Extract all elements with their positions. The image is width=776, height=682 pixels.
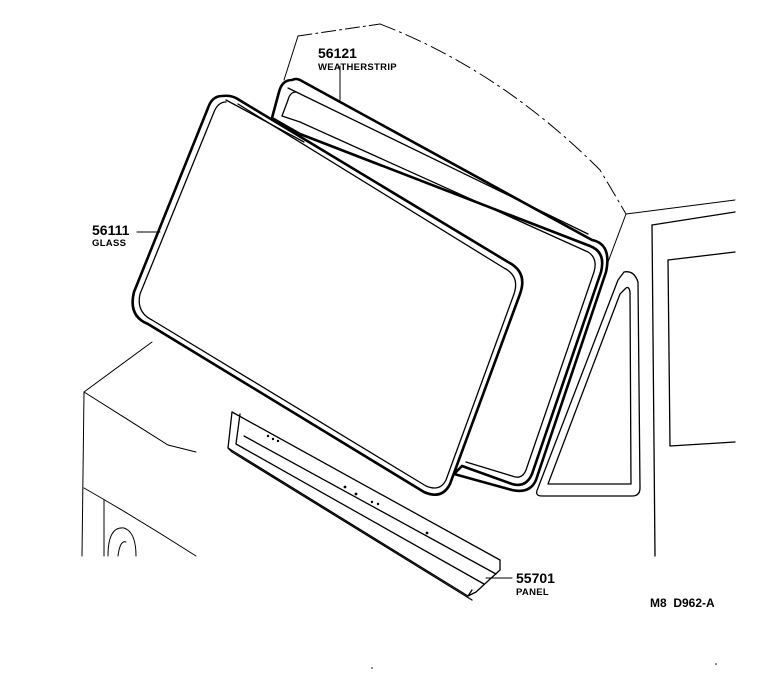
glass-panel: [131, 94, 524, 496]
cab-side-body: [651, 211, 736, 557]
label-weatherstrip: 56121 WEATHERSTRIP: [318, 45, 397, 73]
part-number-56121: 56121: [318, 45, 357, 61]
lower-body: [81, 341, 197, 557]
roof-outline: [283, 23, 736, 263]
leader-lines: [136, 65, 513, 579]
part-name-panel: PANEL: [516, 587, 549, 598]
part-name-glass: GLASS: [92, 238, 126, 249]
weatherstrip: [270, 77, 609, 493]
quarter-window: [536, 271, 641, 497]
label-glass: 56111 GLASS: [92, 222, 130, 249]
part-number-55701: 55701: [516, 570, 555, 586]
cowl-panel: [227, 411, 501, 601]
part-number-56111: 56111: [92, 222, 130, 238]
diagram-code: M8 D962-A: [650, 596, 715, 610]
part-name-weatherstrip: WEATHERSTRIP: [318, 62, 397, 73]
label-panel: 55701 PANEL: [516, 570, 555, 598]
